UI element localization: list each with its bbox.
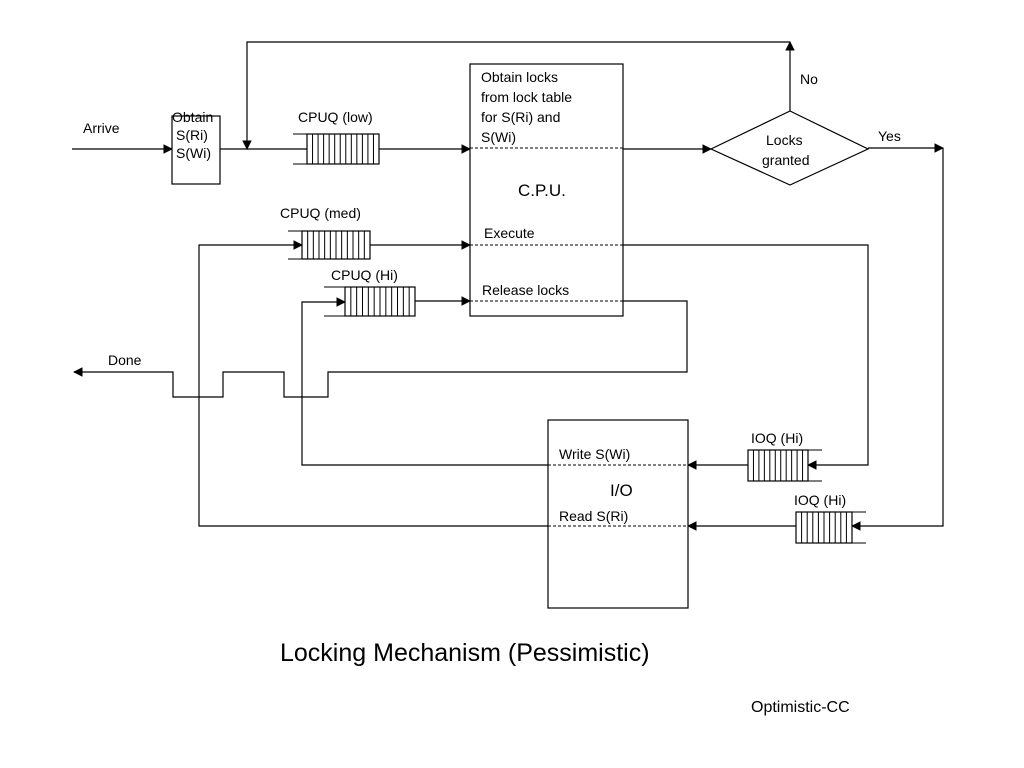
obtain-box [171,115,221,185]
write-to-cpuq-hi-wire [301,297,548,466]
cpuq-med-queue [288,230,371,260]
cpu-obtain-locks-line-2: from lock table [481,89,572,105]
decision-line-2: granted [762,152,809,168]
arrive-label: Arrive [83,120,120,136]
cpuq-low-queue [293,133,380,165]
yes-label: Yes [878,128,901,144]
ioq-hi-read-queue [795,511,866,544]
cpu-box [469,63,624,317]
io-read-label: Read S(Ri) [559,508,628,524]
diagram-title: Locking Mechanism (Pessimistic) [280,639,650,667]
read-to-cpuq-med-wire [198,240,548,527]
cpu-obtain-locks-line-4: S(Wi) [481,129,516,145]
cpuq-hi-queue [324,286,416,317]
ioq-hi-write-label: IOQ (Hi) [751,430,803,446]
cpu-execute-label: Execute [484,225,535,241]
no-label: No [800,71,818,87]
obtain-box-line-1: Obtain [172,109,213,125]
obtain-box-line-3: S(Wi) [176,145,211,161]
cpu-release-locks-label: Release locks [482,282,569,298]
no-loop-wire [242,41,790,150]
cpuq-hi-label: CPUQ (Hi) [331,267,398,283]
footer-label: Optimistic-CC [751,699,850,716]
obtain-box-line-2: S(Ri) [176,127,208,143]
ioq-hi-read-label: IOQ (Hi) [794,492,846,508]
io-box [547,419,689,609]
ioq-hi-write-queue [747,449,822,482]
decision-line-1: Locks [766,132,803,148]
io-write-label: Write S(Wi) [559,446,630,462]
cpu-obtain-locks-line-1: Obtain locks [481,69,558,85]
done-label: Done [108,352,142,368]
release-to-done-wire [73,300,688,398]
cpuq-low-label: CPUQ (low) [298,109,373,125]
cpuq-med-label: CPUQ (med) [280,205,361,221]
cpu-obtain-locks-line-3: for S(Ri) and [481,109,560,125]
decision-diamond [709,110,870,186]
cpu-name: C.P.U. [518,181,566,200]
io-name: I/O [610,481,633,500]
execute-to-ioq-write-wire [623,244,869,470]
yes-down-wire [851,148,944,531]
